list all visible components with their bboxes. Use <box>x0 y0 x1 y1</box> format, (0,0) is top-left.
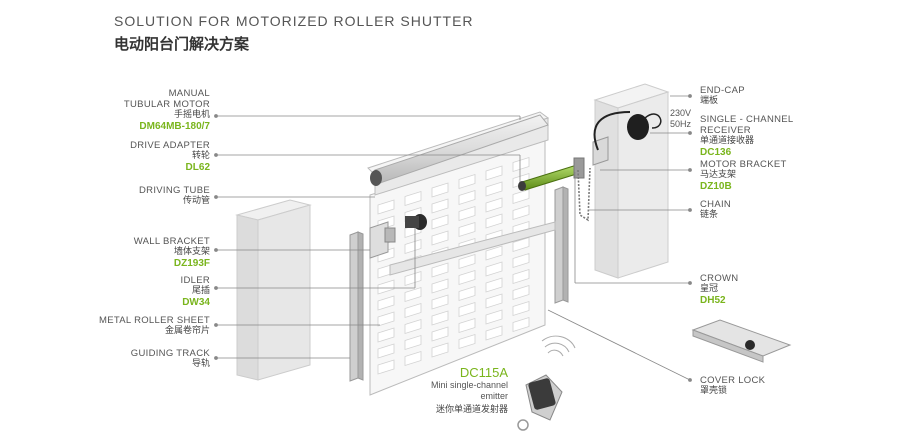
power-frequency: 50Hz <box>670 119 692 129</box>
sheet-slot <box>485 293 503 309</box>
sheet-slot <box>512 204 530 221</box>
sheet-slot <box>377 279 395 295</box>
label-end-cap: END-CAP 端板 <box>700 85 745 106</box>
sheet-slot <box>458 333 476 350</box>
sheet-slot <box>485 245 503 261</box>
chain <box>577 167 591 222</box>
sheet-slot <box>377 199 395 215</box>
label-wall-bracket: WALL BRACKET 墙体支架 DZ193F <box>133 236 210 269</box>
sheet-slot <box>431 294 449 310</box>
sheet-slot <box>404 302 422 319</box>
right-wall-pillar <box>593 83 670 279</box>
sheet-slot <box>431 182 449 198</box>
sheet-slot <box>404 270 422 287</box>
sheet-slot <box>431 310 449 326</box>
label-driving-tube: DRIVING TUBE 传动管 <box>139 185 210 206</box>
sheet-slot <box>512 284 530 301</box>
title-english: SOLUTION FOR MOTORIZED ROLLER SHUTTER <box>114 13 474 29</box>
idler <box>405 214 427 230</box>
sheet-slot <box>485 325 503 341</box>
sheet-slot <box>458 221 476 238</box>
sheet-slot <box>458 173 476 190</box>
sheet-slot <box>512 316 530 333</box>
sheet-slot <box>377 247 395 263</box>
sheet-slot <box>431 342 449 358</box>
guiding-track-right <box>554 186 569 304</box>
sheet-slot <box>431 326 449 342</box>
label-metal-roller-sheet: METAL ROLLER SHEET 金属卷帘片 <box>99 315 210 336</box>
sheet-slot <box>404 334 422 351</box>
left-wall-pillar <box>235 199 312 381</box>
sheet-slot <box>485 197 503 213</box>
sheet-slot <box>458 205 476 222</box>
sheet-slot <box>404 190 422 207</box>
sheet-slot <box>404 350 422 367</box>
sheet-slot <box>512 188 530 205</box>
sheet-slot <box>485 261 503 277</box>
sheet-slot <box>404 286 422 303</box>
label-cover-lock: COVER LOCK 罩壳锁 <box>700 375 766 396</box>
cover-lock <box>691 319 792 363</box>
sheet-slot <box>512 156 530 173</box>
wall-bracket <box>369 221 396 259</box>
title-chinese: 电动阳台门解决方案 <box>114 35 250 53</box>
bottom-bar <box>389 221 556 276</box>
sheet-slot <box>431 214 449 230</box>
sheet-slot <box>485 309 503 325</box>
sheet-slot <box>485 213 503 229</box>
sheet-slot <box>431 278 449 294</box>
guiding-track-left <box>349 231 364 382</box>
sheet-slot <box>458 301 476 318</box>
sheet-slot <box>404 238 422 255</box>
metal-roller-sheet <box>369 139 546 396</box>
sheet-slot <box>485 165 503 181</box>
label-guiding-track: GUIDING TRACK 导轨 <box>130 348 210 369</box>
sheet-slot <box>485 181 503 197</box>
sheet-slot <box>512 300 530 317</box>
sheet-slot <box>458 317 476 334</box>
sheet-slot <box>485 277 503 293</box>
sheet-slot <box>512 236 530 253</box>
sheet-slot <box>377 311 395 327</box>
sheet-slot <box>431 198 449 214</box>
label-single-channel-receiver: SINGLE - CHANNEL RECEIVER 单通道接收器 DC136 <box>700 114 794 158</box>
sheet-slot <box>404 318 422 335</box>
label-chain: CHAIN 链条 <box>700 199 732 220</box>
remote-emitter-icon <box>517 335 576 431</box>
label-motor-bracket: MOTOR BRACKET 马达支架 DZ10B <box>700 159 787 192</box>
sheet-slot <box>512 268 530 285</box>
sheet-slot <box>377 327 395 343</box>
sheet-slot <box>377 343 395 359</box>
sheet-slot <box>458 269 476 286</box>
label-manual-tubular-motor: MANUAL TUBULAR MOTOR 手摇电机 DM64MB-180/7 <box>123 88 210 132</box>
emitter-caption: DC115A Mini single-channel emitter 迷你单通道… <box>430 365 508 415</box>
sheet-slot <box>512 252 530 269</box>
sheet-slot <box>431 230 449 246</box>
driving-tube <box>370 114 549 186</box>
label-crown: CROWN 皇冠 DH52 <box>700 273 739 306</box>
sheet-slot <box>431 262 449 278</box>
sheet-slot <box>458 285 476 302</box>
sheet-slot <box>458 189 476 206</box>
power-voltage: 230V <box>670 108 691 118</box>
leader-lines <box>214 94 692 382</box>
sheet-slot <box>458 253 476 270</box>
label-drive-adapter: DRIVE ADAPTER 转轮 DL62 <box>130 140 210 173</box>
sheet-slot <box>377 359 395 375</box>
sheet-slot <box>377 295 395 311</box>
label-idler: IDLER 尾插 DW34 <box>180 275 210 308</box>
receiver <box>593 111 662 151</box>
